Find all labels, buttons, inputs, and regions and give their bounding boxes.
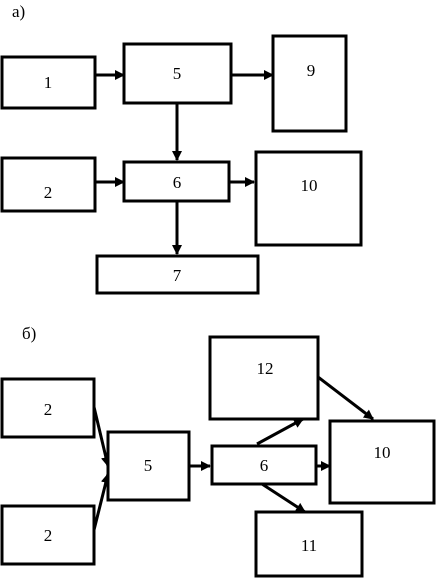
diagram-b-label: б) [22,324,36,343]
arrow-2a-to-5 [92,406,111,467]
block-b2b: 2 [0,504,96,566]
block-b6-label: 6 [260,456,269,475]
block-a5: 5 [122,42,233,105]
block-a1: 1 [0,55,97,110]
diagram-a-label: а) [12,2,25,21]
arrow-12-to-10 [317,375,374,421]
block-a6-label: 6 [173,173,182,192]
block-b12-label: 12 [257,359,274,378]
block-a9: 9 [271,34,348,133]
arrow-6-to-12 [256,417,304,446]
block-a7-label: 7 [173,266,182,285]
block-b2a-label: 2 [44,400,53,419]
block-b2b-label: 2 [44,526,53,545]
arrow-2b-to-5 [92,473,111,531]
block-a6: 6 [122,160,231,203]
block-b11: 11 [254,510,364,578]
block-a5-label: 5 [173,64,182,83]
block-b11-label: 11 [301,536,317,555]
block-b10-label: 10 [374,443,391,462]
block-b12: 12 [208,335,320,421]
arrow-6-to-11 [261,482,306,514]
block-b5: 5 [106,430,191,502]
block-a1-label: 1 [44,73,53,92]
block-a10-label: 10 [301,176,318,195]
block-b6: 6 [210,444,318,486]
block-a9-label: 9 [307,61,316,80]
block-a7: 7 [95,254,260,295]
block-a2-label: 2 [44,183,53,202]
block-a10: 10 [254,150,363,247]
block-a2: 2 [0,156,97,213]
block-b5-label: 5 [144,456,153,475]
block-b10: 10 [328,419,436,505]
block-b2a: 2 [0,377,96,439]
